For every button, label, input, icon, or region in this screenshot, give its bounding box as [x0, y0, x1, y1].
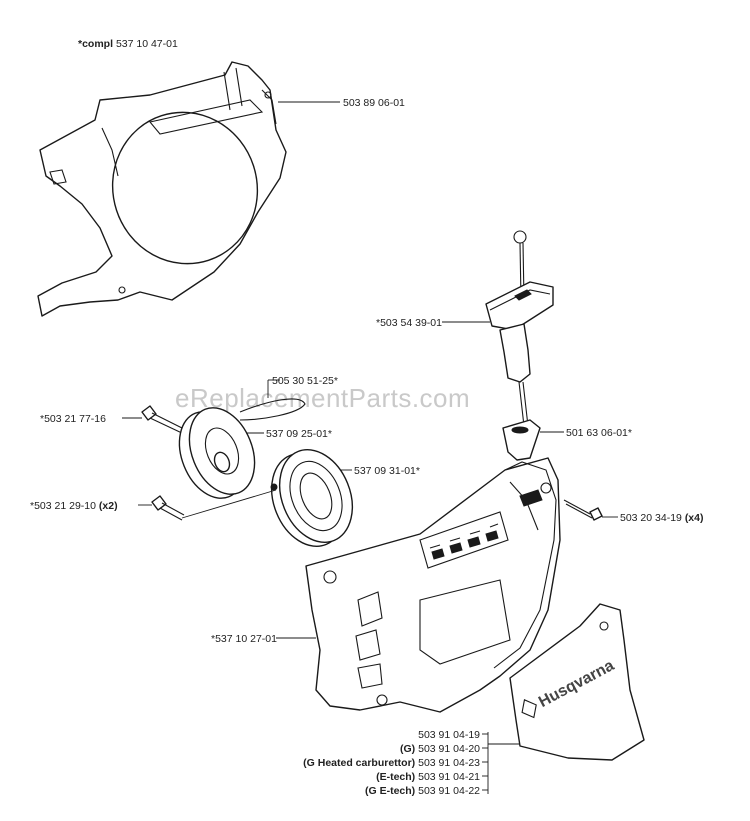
label-pulley: 537 09 25-01* [266, 428, 332, 440]
screw-x2-part [151, 495, 185, 521]
label-handle: *503 54 39-01 [376, 317, 442, 329]
husqvarna-logo-icon [521, 699, 537, 719]
decal-variants-list: 503 91 04-19 (G) 503 91 04-20 (G Heated … [303, 729, 480, 797]
label-cover-bracket: 503 89 06-01 [343, 97, 405, 109]
decal-variant-row: 503 91 04-19 [418, 729, 480, 741]
cover-bracket-part [37, 61, 287, 317]
decal-variant-row: (E-tech) 503 91 04-21 [376, 771, 480, 783]
label-screw-x4: 503 20 34-19 (x4) [620, 512, 704, 524]
decal-variant-row: (G E-tech) 503 91 04-22 [365, 785, 480, 797]
decal-variant-row: (G) 503 91 04-20 [400, 743, 480, 755]
label-rope: 505 30 51-25* [272, 375, 338, 387]
starter-handle-part [485, 230, 554, 427]
label-screw-left: *503 21 77-16 [40, 413, 106, 425]
pulley-part [178, 407, 256, 499]
rope-part [239, 398, 306, 421]
screw-x4-part [563, 499, 603, 521]
rope-guide-part [502, 419, 541, 461]
label-starter-cover: *537 10 27-01 [211, 633, 277, 645]
starter-cover-part [305, 457, 561, 713]
watermark: eReplacementParts.com [175, 383, 470, 413]
label-screw-x2: *503 21 29-10 (x2) [30, 500, 118, 512]
recoil-spring-part [270, 449, 353, 547]
screw-left-part [141, 405, 187, 435]
label-guide: 501 63 06-01* [566, 427, 632, 439]
assembly-title: *compl 537 10 47-01 [78, 38, 178, 50]
decal-variant-row: (G Heated carburettor) 503 91 04-23 [303, 757, 480, 769]
label-spring: 537 09 31-01* [354, 465, 420, 477]
decal-part: Husqvarna [509, 603, 645, 761]
